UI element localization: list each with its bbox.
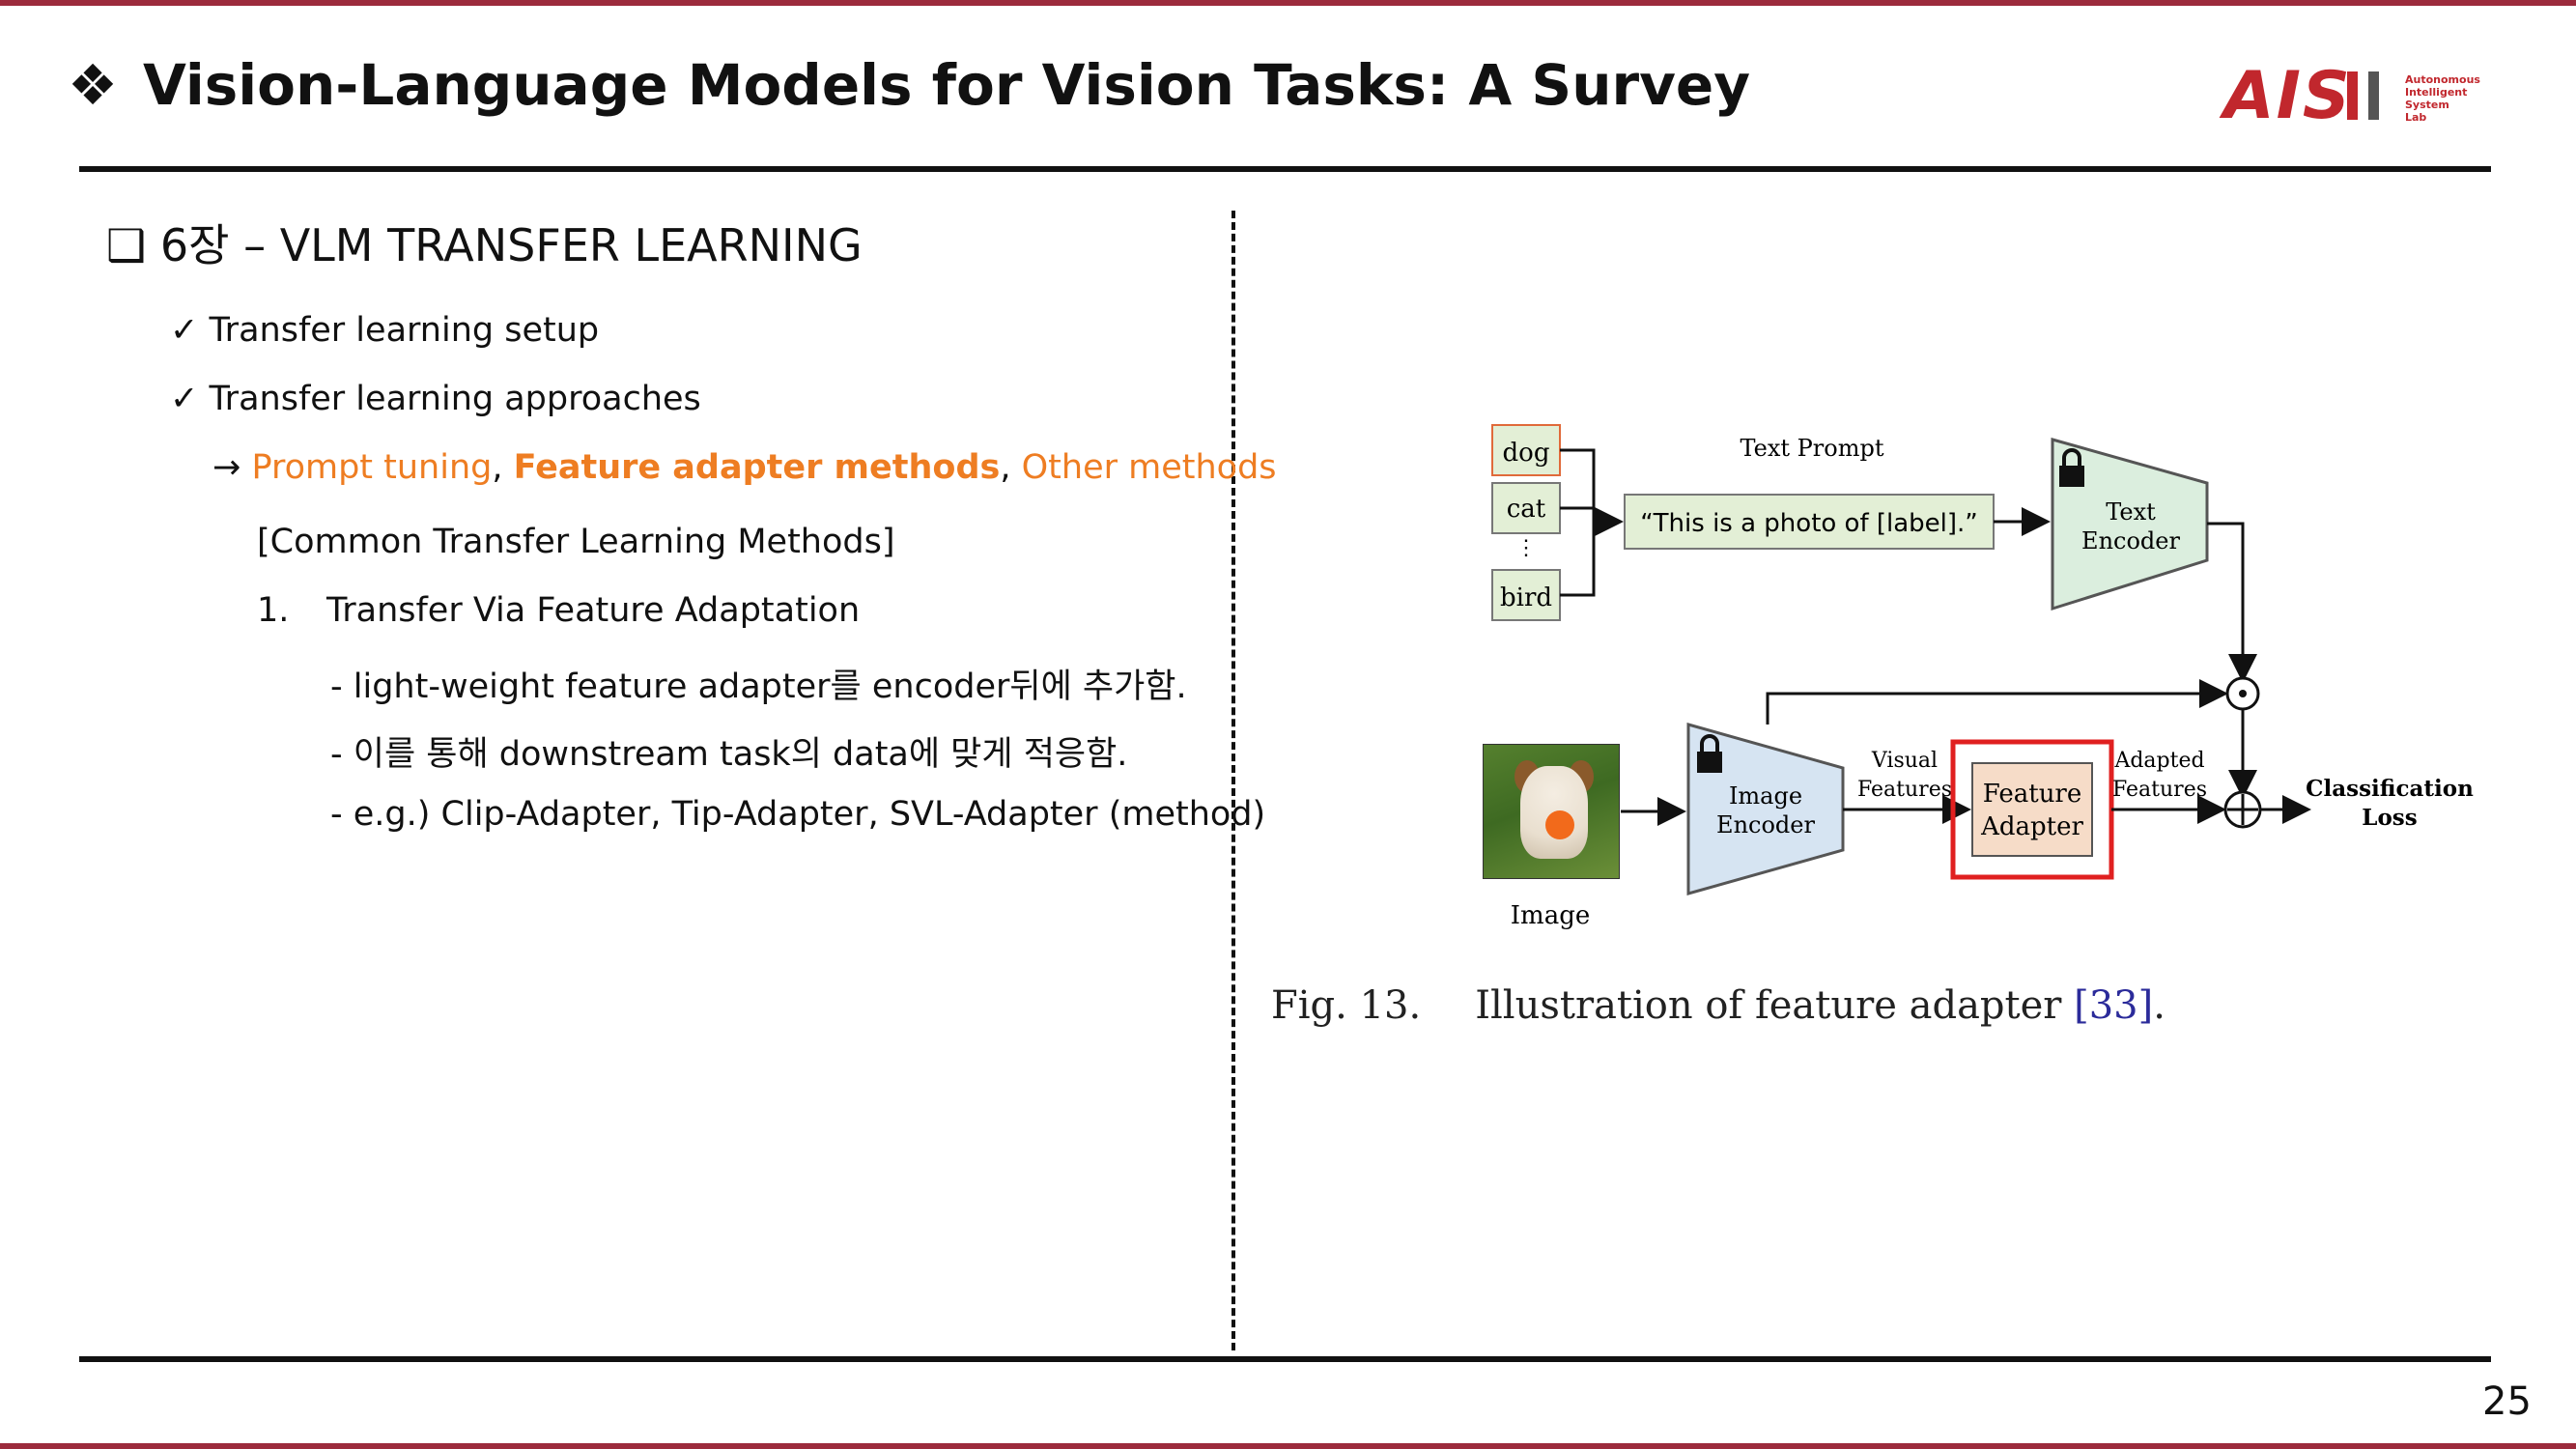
adapted-features-line2: Features [2112, 778, 2207, 802]
logo-bar-gray [2368, 71, 2379, 120]
footer-rule [79, 1356, 2491, 1362]
top-accent-bar [0, 0, 2576, 6]
common-methods-heading: [Common Transfer Learning Methods] [257, 523, 895, 561]
image-encoder-line1: Image [1729, 782, 1802, 810]
image-label: Image [1511, 901, 1590, 930]
slide-title: ❖Vision-Language Models for Vision Tasks… [68, 52, 1751, 118]
label-bird: bird [1500, 583, 1552, 612]
text-encoder-shape [2051, 438, 2209, 611]
list-item-feature-adaptation: Transfer Via Feature Adaptation [326, 591, 861, 630]
lock-icon-text-encoder [2059, 448, 2084, 487]
bullet-transfer-setup: ✓ Transfer learning setup [170, 311, 600, 350]
diamond-bullet-icon: ❖ [68, 52, 118, 118]
column-divider [1231, 211, 1235, 1350]
text-encoder-line2: Encoder [2081, 527, 2180, 554]
classification-loss-line1: Classification [2306, 776, 2474, 802]
sub-bullet-examples: - e.g.) Clip-Adapter, Tip-Adapter, SVL-A… [330, 795, 1266, 834]
section-heading: ❑ 6장 – VLM TRANSFER LEARNING [106, 219, 863, 271]
prompt-box [1624, 494, 1995, 550]
logo-bar-red [2347, 71, 2358, 120]
prompt-text: “This is a photo of [label].” [1640, 509, 1978, 538]
feature-adapter-diagram: dog cat ⋮ bird Text Prompt “This is a ph… [1449, 406, 2492, 947]
image-encoder-shape [1686, 723, 1845, 895]
label-box-cat [1491, 482, 1561, 534]
label-cat: cat [1507, 495, 1546, 524]
page-number: 25 [2482, 1379, 2532, 1424]
image-encoder-line2: Encoder [1716, 811, 1815, 838]
other-methods-text: Other methods [1021, 448, 1277, 487]
diagram-svg: dog cat ⋮ bird Text Prompt “This is a ph… [1491, 424, 2474, 930]
text-prompt-label: Text Prompt [1741, 435, 1884, 462]
visual-features-line1: Visual [1871, 749, 1938, 773]
visual-features-line2: Features [1857, 778, 1952, 802]
prompt-tuning-text: Prompt tuning [251, 448, 493, 487]
dog-photo [1483, 744, 1620, 879]
header-rule [79, 166, 2491, 172]
label-ellipsis: ⋮ [1515, 536, 1537, 560]
logo-lab-text: Autonomous Intelligent System Lab [2405, 73, 2480, 124]
lock-icon-image-encoder [1697, 734, 1722, 773]
figure-caption: Fig. 13.Illustration of feature adapter … [1271, 983, 2166, 1028]
text-encoder-line1: Text [2106, 498, 2156, 526]
bullet-transfer-approaches: ✓ Transfer learning approaches [170, 380, 701, 418]
sub-bullet-downstream: - 이를 통해 downstream task의 data에 맞게 적응함. [330, 735, 1128, 774]
feature-adapter-line2: Adapter [1980, 812, 2083, 841]
classification-loss-line2: Loss [2362, 805, 2417, 831]
label-dog: dog [1503, 439, 1550, 468]
citation-link[interactable]: [33] [2074, 983, 2154, 1028]
adapted-features-line1: Adapted [2113, 749, 2204, 773]
list-number: 1. [257, 591, 290, 630]
feature-adapter-methods-text: Feature adapter methods [513, 448, 1001, 487]
bottom-accent-bar [0, 1443, 2576, 1449]
feature-adapter-box [1971, 762, 2093, 857]
feature-adapter-line1: Feature [1983, 780, 2082, 809]
sub-bullet-adapter: - light-weight feature adapter를 encoder뒤… [330, 668, 1187, 706]
approach-list: → Prompt tuning, Feature adapter methods… [212, 448, 1277, 487]
